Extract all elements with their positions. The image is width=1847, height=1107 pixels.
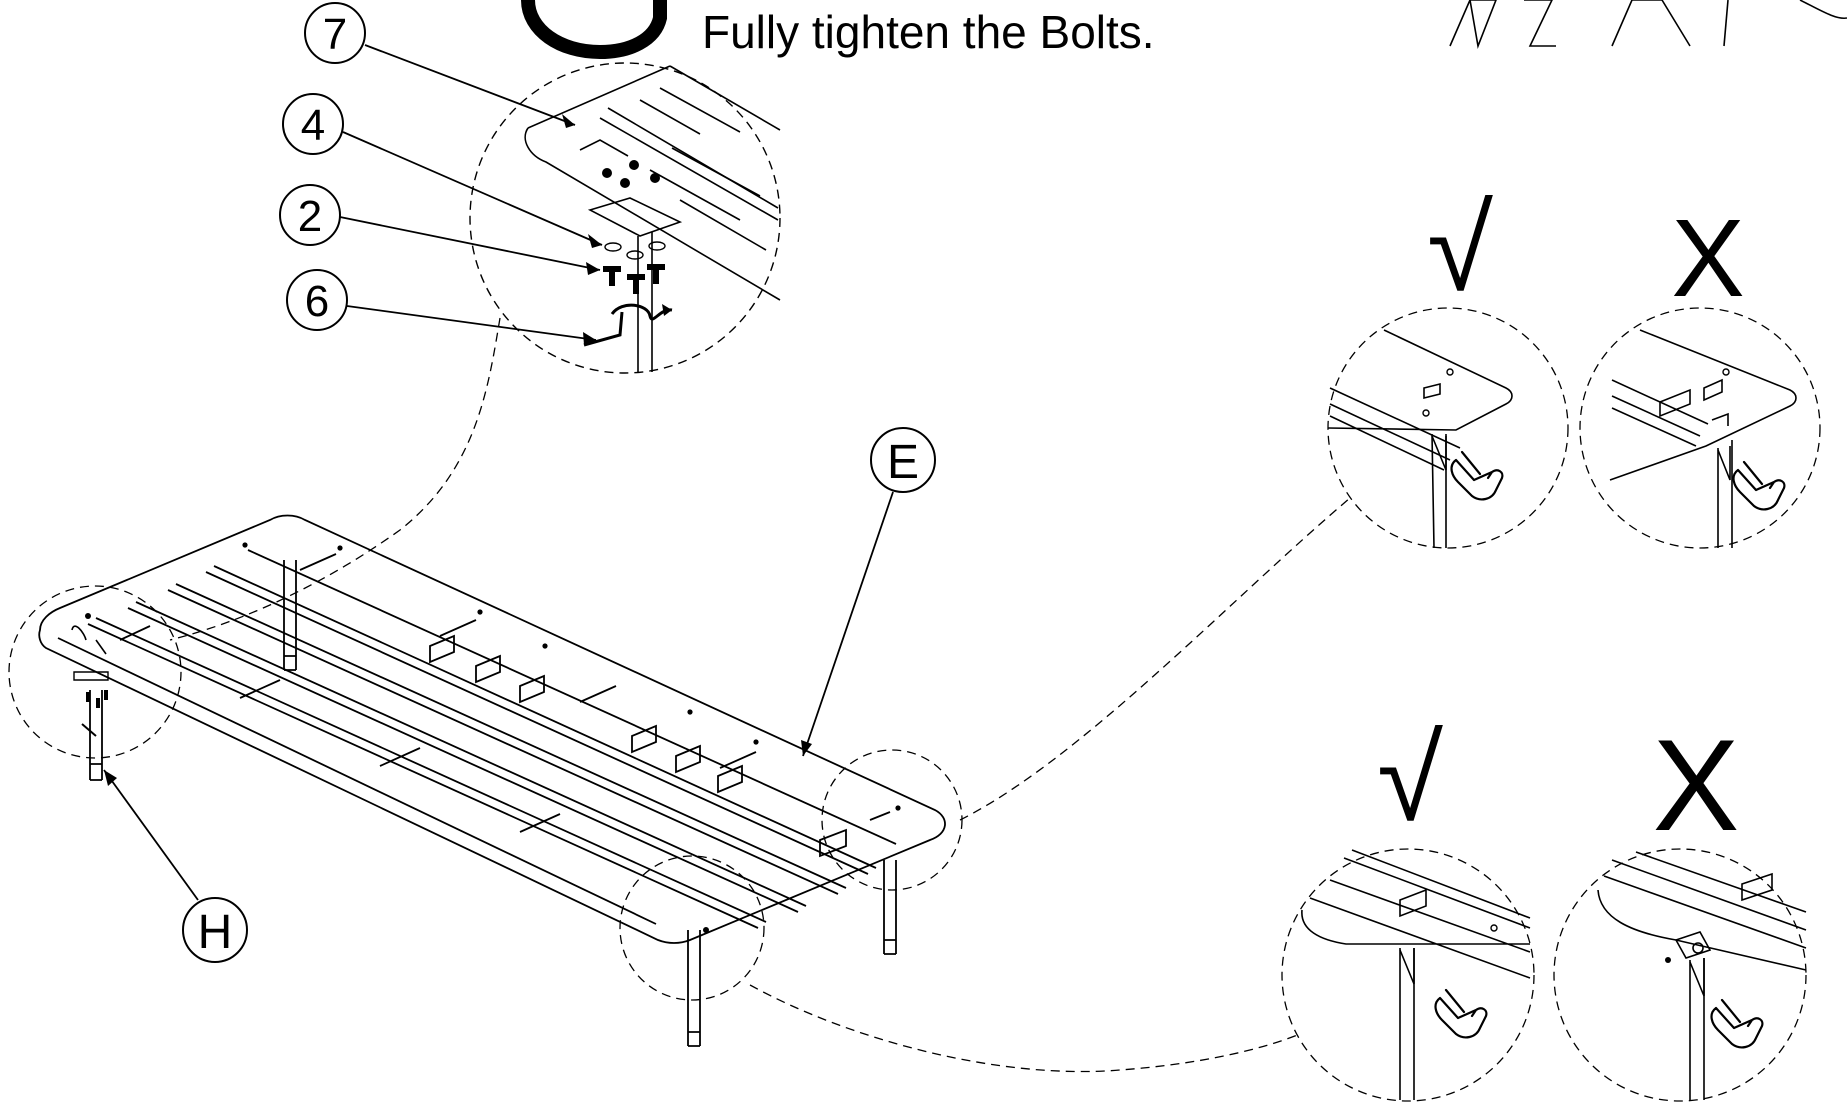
- callout-2-label: 2: [298, 192, 322, 241]
- callout-6: 6: [286, 269, 597, 345]
- hand-pointer-icon: [1450, 450, 1504, 501]
- callout-4: 4: [282, 93, 603, 248]
- corner-detail-right: [821, 749, 963, 891]
- top-right-fragment-icon: [1449, 0, 1847, 49]
- wrong-mark-upper: X: [1671, 197, 1744, 320]
- bed-leg-H: [89, 560, 897, 1047]
- hand-pointer-icon: [1732, 460, 1786, 511]
- detail-wrong-upper: [1579, 307, 1821, 549]
- callout-E-label: E: [887, 436, 919, 489]
- hand-pointer-icon: [1434, 988, 1488, 1039]
- callout-7: 7: [304, 2, 576, 128]
- detail-correct-upper: [1327, 307, 1569, 549]
- callout-H: H: [103, 769, 248, 963]
- correct-mark-upper: √: [1427, 182, 1493, 316]
- callout-7-label: 7: [323, 10, 347, 59]
- detail-bolt-assembly: [469, 62, 781, 374]
- corner-detail-front: [619, 855, 765, 1001]
- instruction-text: Fully tighten the Bolts.: [702, 6, 1155, 58]
- callout-4-label: 4: [301, 101, 325, 150]
- detail-correct-lower: [1281, 848, 1535, 1102]
- callout-E: E: [801, 427, 936, 757]
- callout-H-label: H: [198, 906, 233, 959]
- allen-key-icon: [583, 303, 673, 347]
- callout-6-label: 6: [305, 277, 329, 326]
- corner-detail-left: [8, 585, 182, 759]
- detail-wrong-lower: [1553, 848, 1807, 1102]
- correct-mark-lower: √: [1377, 712, 1443, 846]
- step-number-icon: [521, 0, 667, 60]
- wrong-mark-lower: X: [1653, 712, 1740, 858]
- hand-pointer-icon: [1710, 998, 1764, 1049]
- bed-frame-E: [38, 514, 946, 944]
- callout-2: 2: [279, 184, 601, 275]
